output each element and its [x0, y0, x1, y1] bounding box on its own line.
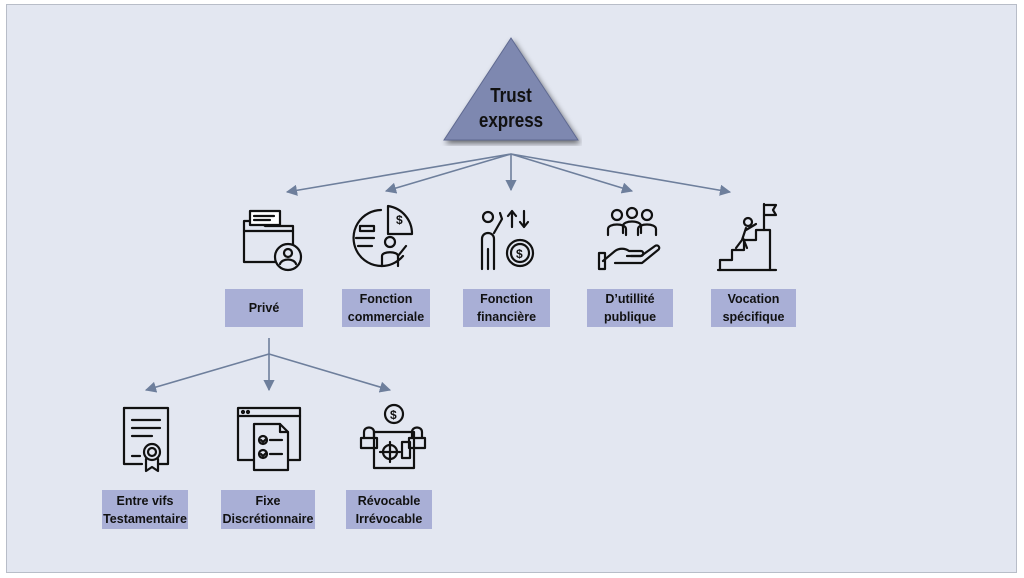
certificate-icon — [112, 404, 182, 474]
node-prive: Privé — [225, 289, 303, 327]
arrow-to-prive — [285, 153, 512, 196]
checklist-document-icon — [234, 404, 304, 474]
arrow-to-revocable — [268, 353, 392, 393]
node-entre-vifs-testamentaire: Entre vifs Testamentaire — [102, 490, 188, 529]
person-money-exchange-icon: $ — [472, 205, 542, 275]
node-fonction-commerciale: Fonction commerciale — [342, 289, 430, 327]
root-label: Trust express — [478, 85, 544, 132]
node-vocation-specifique: Vocation spécifique — [711, 289, 796, 327]
node-fixe-discretionnaire: Fixe Discrétionnaire — [221, 490, 315, 529]
stairs-flag-goal-icon — [710, 202, 780, 272]
arrow-to-utilite-publique — [510, 153, 634, 194]
hand-community-icon — [597, 205, 667, 275]
money-lock-safe-icon: $ — [358, 402, 428, 472]
business-pie-chart-icon: $ — [348, 202, 418, 272]
node-fonction-financiere: Fonction financière — [463, 289, 550, 327]
arrow-to-fonction-commerciale — [384, 153, 512, 194]
arrow-to-entre-vifs — [144, 353, 270, 393]
arrow-to-vocation-specifique — [510, 153, 732, 196]
svg-text:$: $ — [516, 247, 523, 261]
svg-text:$: $ — [396, 213, 403, 227]
triangle-shape — [443, 37, 579, 141]
node-utilite-publique: D’utillité publique — [587, 289, 673, 327]
root-node: Trust express — [440, 34, 582, 146]
node-revocable-irrevocable: Révocable Irrévocable — [346, 490, 432, 529]
folder-user-icon — [238, 205, 308, 275]
svg-text:$: $ — [390, 408, 397, 422]
